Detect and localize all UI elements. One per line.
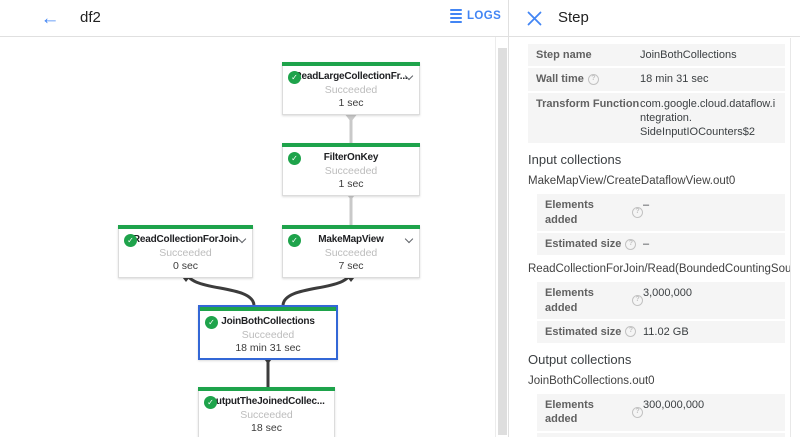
metric-row-estimated-size: Estimated size? 11.02 GB xyxy=(537,320,785,344)
success-check-icon: ✓ xyxy=(124,234,137,247)
graph-scrollbar-track[interactable] xyxy=(495,37,508,437)
node-title: MakeMapView xyxy=(318,234,384,245)
logs-list-icon xyxy=(450,9,462,23)
graph-edges xyxy=(179,110,358,387)
detail-row-transform-function: Transform Function com.google.cloud.data… xyxy=(528,92,785,144)
help-icon[interactable]: ? xyxy=(625,326,637,338)
node-time: 1 sec xyxy=(338,97,364,109)
node-status-bar xyxy=(200,307,336,311)
metric-label: Elements added? xyxy=(545,198,643,227)
collection-name: JoinBothCollections.out0 xyxy=(528,375,655,388)
node-status: Succeeded xyxy=(324,165,378,177)
success-check-icon: ✓ xyxy=(205,316,218,329)
graph-node-makemapview[interactable]: ✓ MakeMapView Succeeded 7 sec xyxy=(282,225,420,278)
input-collections-heading: Input collections xyxy=(528,152,622,168)
node-status-bar xyxy=(282,225,420,229)
help-icon[interactable]: ? xyxy=(632,406,643,418)
node-title: OutputTheJoinedCollec... xyxy=(208,396,325,407)
graph-node-readlargecollection[interactable]: ✓ ReadLargeCollectionFr... Succeeded 1 s… xyxy=(282,62,420,115)
node-status-bar xyxy=(198,387,335,391)
node-status: Succeeded xyxy=(241,329,295,341)
node-time: 7 sec xyxy=(338,260,364,272)
success-check-icon: ✓ xyxy=(288,234,301,247)
success-check-icon: ✓ xyxy=(288,71,301,84)
metric-label: Estimated size? xyxy=(545,237,643,251)
metric-value: – xyxy=(643,199,650,212)
node-status-bar xyxy=(118,225,253,229)
collection-name: MakeMapView/CreateDataflowView.out0 xyxy=(528,175,736,188)
graph-node-joinbothcollections[interactable]: ✓ JoinBothCollections Succeeded 18 min 3… xyxy=(198,305,338,360)
node-title: JoinBothCollections xyxy=(221,316,315,327)
metric-row-estimated-size: Estimated size? 20.12 GB xyxy=(537,432,785,437)
graph-node-readcollectionforjoin[interactable]: ✓ ReadCollectionForJoin Succeeded 0 sec xyxy=(118,225,253,278)
back-arrow-icon[interactable]: ← xyxy=(40,8,60,29)
node-status: Succeeded xyxy=(240,409,293,421)
graph-node-filteronkey[interactable]: ✓ FilterOnKey Succeeded 1 sec xyxy=(282,143,420,196)
metric-row-elements-added: Elements added? – xyxy=(537,194,785,232)
node-title: FilterOnKey xyxy=(323,152,379,163)
node-status: Succeeded xyxy=(159,247,212,259)
panel-divider xyxy=(508,0,509,437)
detail-label: Step name xyxy=(536,49,592,61)
top-bar: ← df2 LOGS Step xyxy=(0,0,800,37)
job-title: df2 xyxy=(80,9,101,26)
metric-value: 300,000,000 xyxy=(643,399,705,412)
metric-label: Elements added? xyxy=(545,398,643,427)
node-title: ReadCollectionForJoin xyxy=(132,234,239,245)
node-status: Succeeded xyxy=(324,84,378,96)
detail-value: JoinBothCollections xyxy=(640,49,737,61)
logs-button-label: LOGS xyxy=(467,10,502,22)
metric-row-elements-added: Elements added? 300,000,000 xyxy=(537,394,785,431)
metric-value: – xyxy=(643,238,650,251)
detail-row-step-name: Step name JoinBothCollections xyxy=(528,44,785,67)
node-status: Succeeded xyxy=(324,247,378,259)
close-icon[interactable] xyxy=(527,11,542,26)
step-details-panel: Step name JoinBothCollections Wall time?… xyxy=(509,38,790,437)
metric-value: 11.02 GB xyxy=(643,325,689,338)
help-icon[interactable]: ? xyxy=(632,207,643,219)
success-check-icon: ✓ xyxy=(288,152,301,165)
graph-node-outputthejoined[interactable]: ✓ OutputTheJoinedCollec... Succeeded 18 … xyxy=(198,387,335,437)
output-collections-heading: Output collections xyxy=(528,352,632,368)
help-icon[interactable]: ? xyxy=(632,295,643,307)
metric-label: Elements added? xyxy=(545,286,643,315)
graph-scrollbar-thumb[interactable] xyxy=(498,48,507,435)
collection-name: ReadCollectionForJoin/Read(BoundedCounti… xyxy=(528,263,790,276)
node-status-bar xyxy=(282,62,420,66)
help-icon[interactable]: ? xyxy=(625,238,637,250)
detail-label: Wall time? xyxy=(536,72,640,86)
success-check-icon: ✓ xyxy=(204,396,217,409)
logs-button[interactable]: LOGS xyxy=(450,9,501,23)
node-time: 18 sec xyxy=(251,422,282,434)
step-panel-title: Step xyxy=(558,9,589,26)
panel-scrollbar-gutter[interactable] xyxy=(790,38,800,437)
metric-row-elements-added: Elements added? 3,000,000 xyxy=(537,282,785,319)
metric-value: 3,000,000 xyxy=(643,287,692,300)
node-time: 0 sec xyxy=(172,260,199,272)
node-time: 18 min 31 sec xyxy=(235,342,301,354)
detail-value: com.google.cloud.dataflow.integration. S… xyxy=(640,97,776,139)
detail-value: 18 min 31 sec xyxy=(640,73,709,86)
metric-row-estimated-size: Estimated size? – xyxy=(537,233,785,256)
metric-label: Estimated size? xyxy=(545,325,643,339)
node-time: 1 sec xyxy=(338,178,364,190)
job-graph-panel: ✓ ReadLargeCollectionFr... Succeeded 1 s… xyxy=(0,37,508,437)
detail-label: Transform Function xyxy=(536,97,640,110)
help-icon[interactable]: ? xyxy=(587,73,599,85)
node-status-bar xyxy=(282,143,420,147)
detail-row-wall-time: Wall time? 18 min 31 sec xyxy=(528,68,785,91)
node-title: ReadLargeCollectionFr... xyxy=(294,71,408,82)
